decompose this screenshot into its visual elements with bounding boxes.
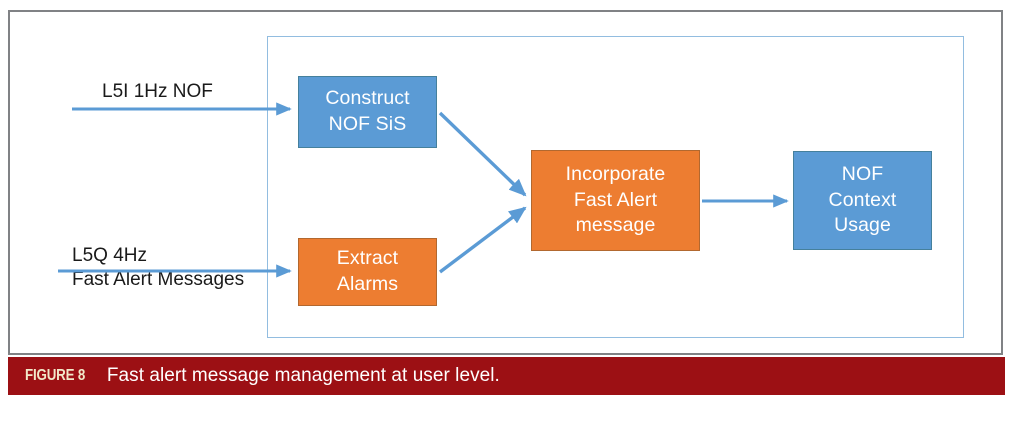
node-extract-alarms[interactable]: Extract Alarms — [298, 238, 437, 306]
input-label-l5q: L5Q 4Hz Fast Alert Messages — [72, 245, 245, 291]
grouping-box — [267, 36, 964, 338]
node-incorporate-fast-alert-message[interactable]: Incorporate Fast Alert message — [531, 150, 700, 251]
node-label: NOF Context Usage — [828, 162, 897, 237]
input-label-l5i: L5I 1Hz NOF — [102, 81, 213, 102]
figure-number-label: FIGURE 8 — [25, 367, 86, 384]
figure-caption-bar: FIGURE 8 Fast alert message management a… — [8, 357, 1005, 395]
node-label: Incorporate Fast Alert message — [565, 162, 666, 237]
node-label: Extract Alarms — [336, 247, 399, 295]
node-nof-context-usage[interactable]: NOF Context Usage — [793, 151, 932, 250]
node-label: Construct NOF SiS — [325, 87, 410, 135]
figure-caption-text: Fast alert message management at user le… — [106, 365, 500, 386]
node-construct-nof-sis[interactable]: Construct NOF SiS — [298, 76, 437, 148]
